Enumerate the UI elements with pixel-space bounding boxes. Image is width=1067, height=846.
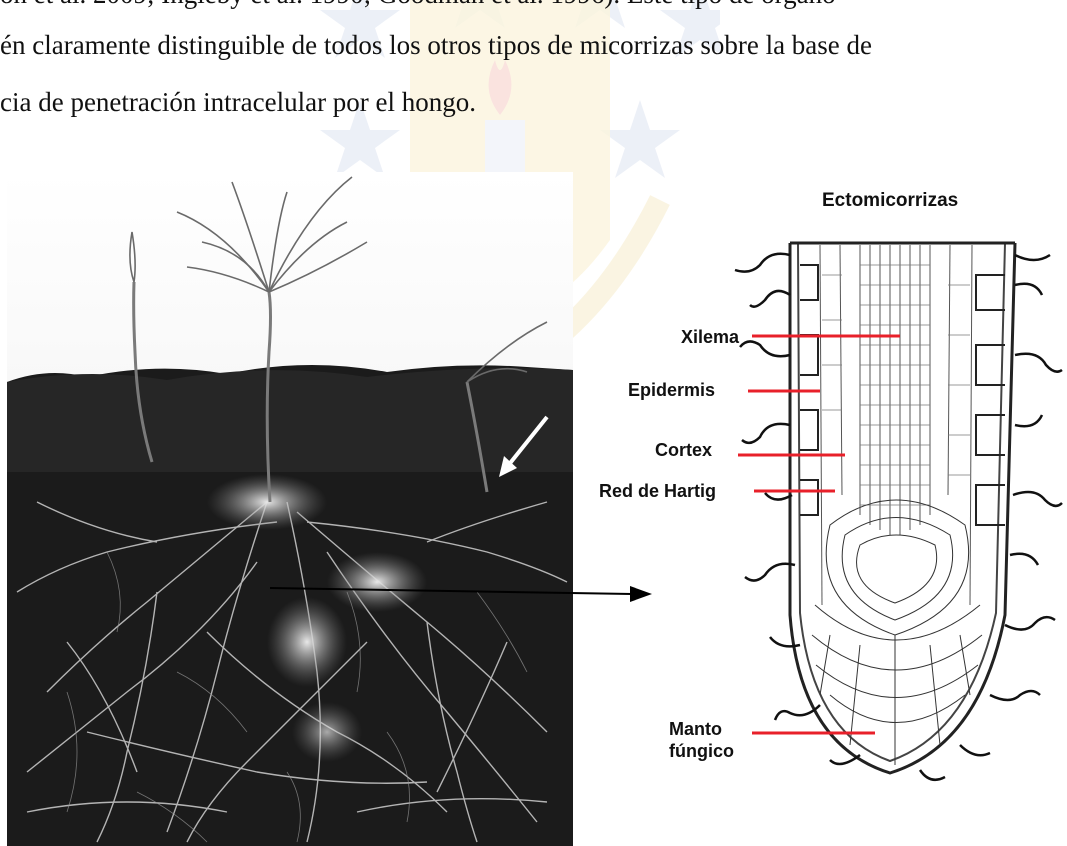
- arrow-head-icon: [630, 586, 652, 602]
- body-text-line: én claramente distinguible de todos los …: [0, 27, 872, 63]
- body-text-line: ón et al. 2009; Ingleby et al. 1990; Goo…: [0, 0, 836, 12]
- mycorrhizal-seedlings-photo: [7, 172, 573, 846]
- label-manto-line1: Manto: [669, 719, 722, 739]
- label-red-de-hartig: Red de Hartig: [599, 480, 716, 502]
- label-manto-fungico: Manto fúngico: [669, 718, 734, 762]
- label-xilema: Xilema: [681, 326, 739, 348]
- body-text-line: cia de penetración intracelular por el h…: [0, 84, 476, 120]
- diagram-title: Ectomicorrizas: [822, 190, 958, 212]
- label-cortex: Cortex: [655, 439, 712, 461]
- label-manto-line2: fúngico: [669, 741, 734, 761]
- label-epidermis: Epidermis: [628, 379, 715, 401]
- ectomycorrhiza-root-diagram: [720, 225, 1065, 785]
